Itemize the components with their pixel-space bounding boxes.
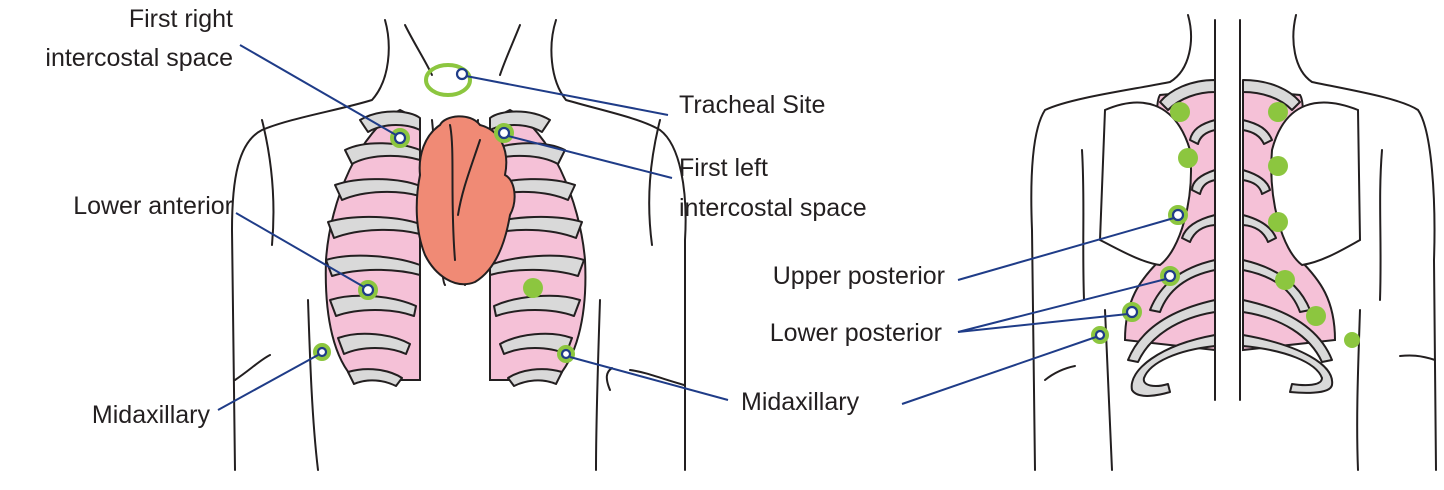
label-midaxillary-front-right: Midaxillary (741, 388, 860, 416)
back-view: Upper posterior Lower posterior (770, 15, 1436, 470)
label-upper-posterior: Upper posterior (773, 262, 945, 290)
back-rib-cage (1100, 80, 1360, 396)
label-tracheal-site: Tracheal Site (679, 91, 825, 119)
label-first-left-line2: intercostal space (679, 194, 867, 222)
label-first-left-line1: First left (679, 154, 768, 182)
front-view: First right intercostal space Tracheal S… (45, 5, 866, 470)
label-lower-posterior: Lower posterior (770, 319, 942, 347)
label-midaxillary-front-left: Midaxillary (92, 401, 211, 429)
label-lower-anterior: Lower anterior (73, 192, 233, 220)
label-first-right-line2: intercostal space (45, 44, 233, 72)
label-first-right-line1: First right (129, 5, 233, 33)
